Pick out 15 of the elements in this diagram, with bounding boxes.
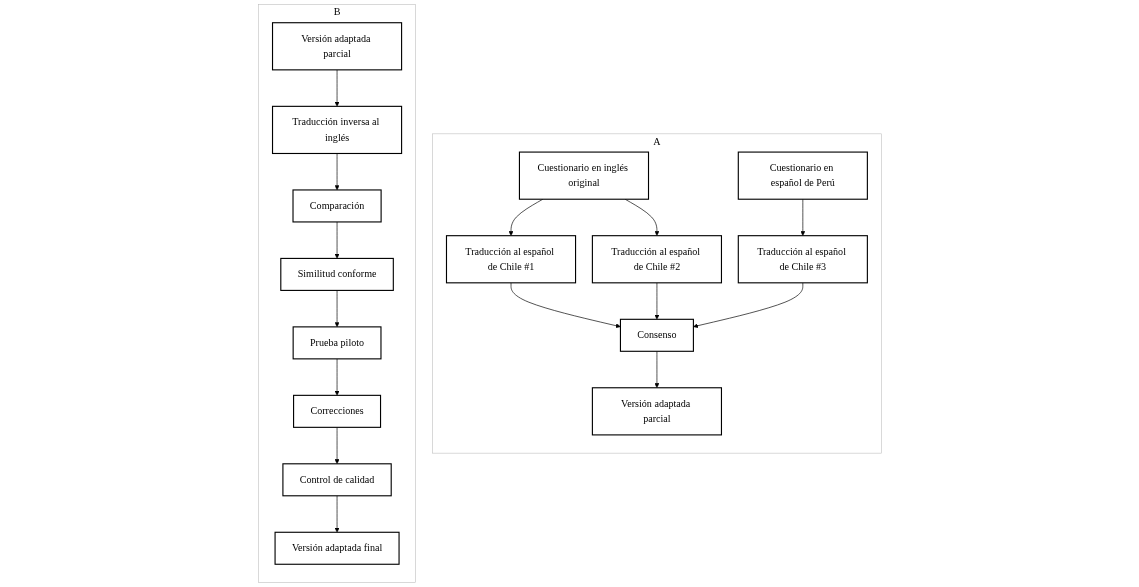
node-box: Traducción al español de Chile #1 [445, 235, 576, 284]
node-box: Cuestionario en inglés original [518, 151, 649, 200]
node-box: Traducción inversa al inglés [271, 105, 402, 155]
node-box: Control de calidad [281, 463, 392, 497]
node-box: Traducción al español de Chile #2 [591, 235, 722, 284]
node-box: Correcciones [292, 394, 381, 428]
node-box: Consenso [619, 318, 694, 352]
node-box: Versión adaptada parcial [271, 22, 402, 71]
node-box: Similitud conforme [279, 257, 394, 291]
node-box: Traducción al español de Chile #3 [737, 235, 868, 284]
node-box: Versión adaptada final [274, 531, 400, 565]
node-box: Prueba piloto [292, 326, 382, 360]
node-box: Cuestionario en español de Perú [737, 151, 868, 200]
node-box: Versión adaptada parcial [591, 387, 722, 436]
node-box: Comparación [292, 189, 382, 223]
